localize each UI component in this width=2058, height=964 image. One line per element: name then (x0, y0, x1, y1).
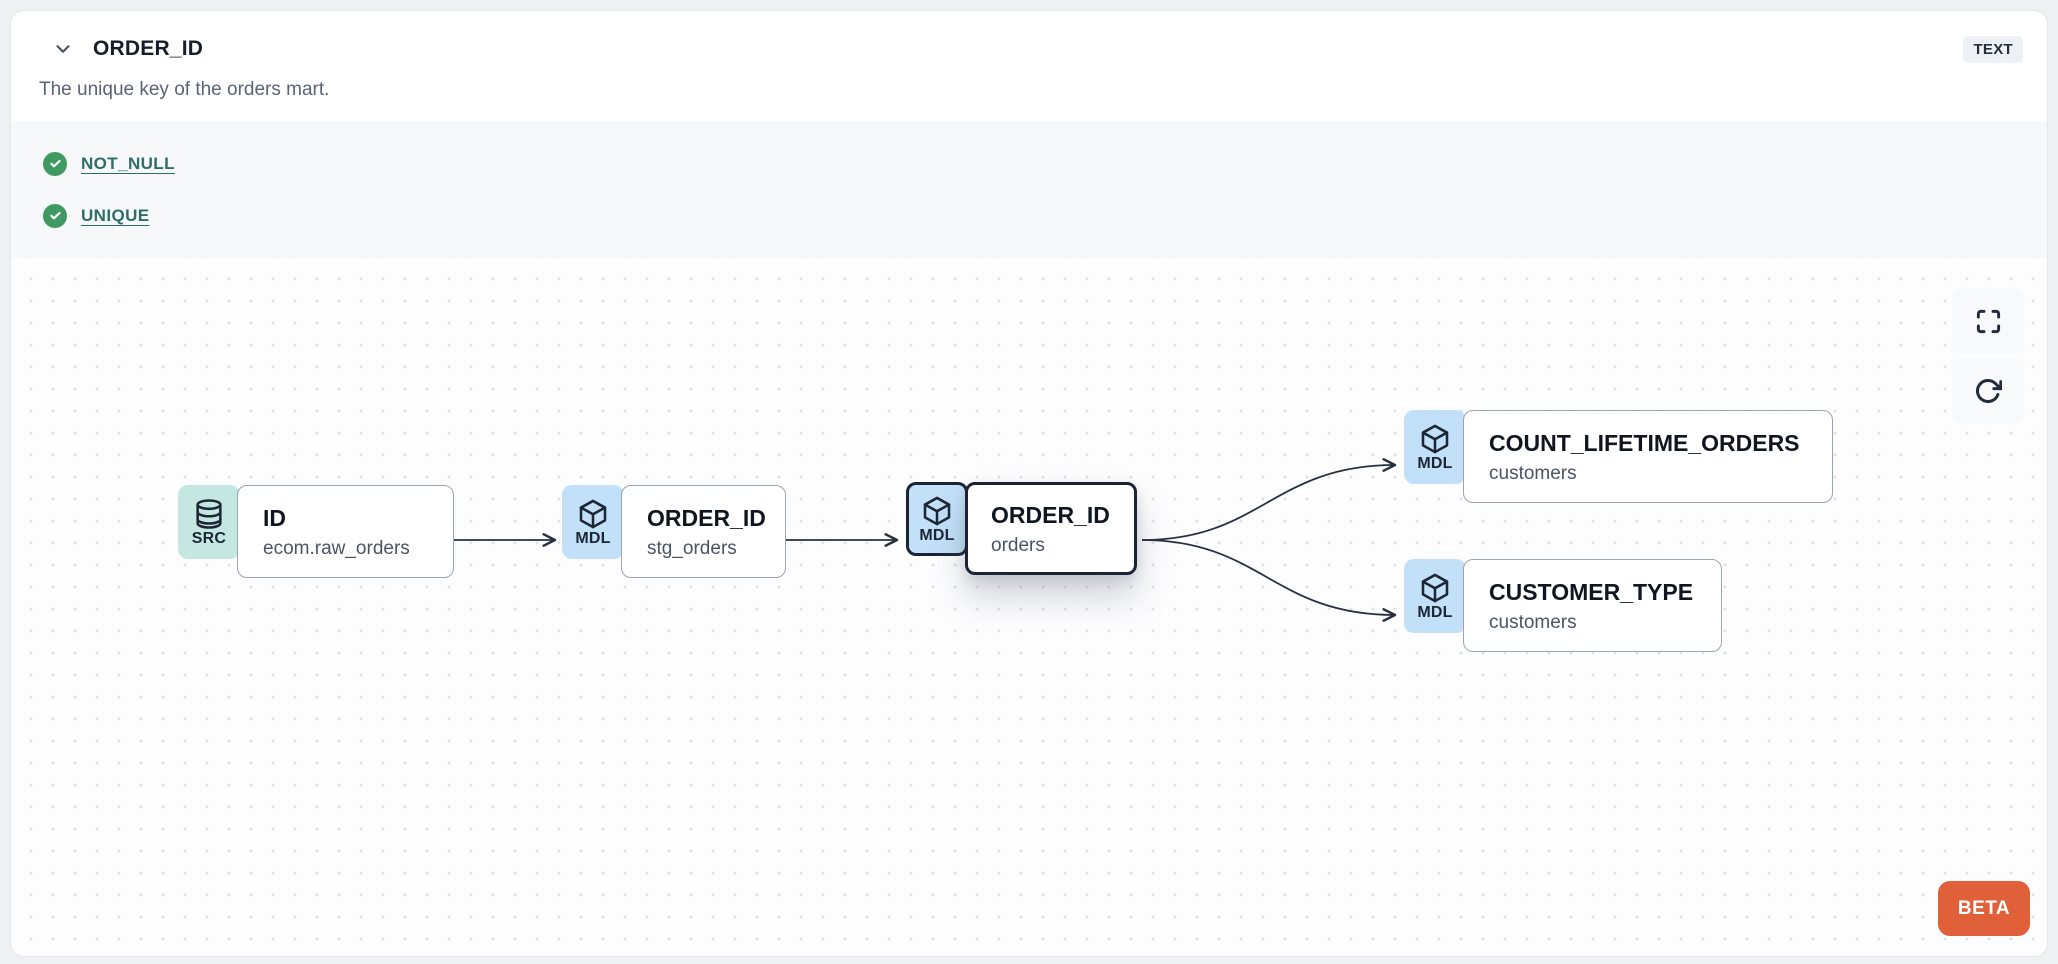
node-body: ORDER_ID stg_orders (621, 485, 786, 578)
node-type-badge: MDL (1404, 410, 1466, 484)
lineage-node-count-lifetime-orders[interactable]: MDL COUNT_LIFETIME_ORDERS customers (1404, 410, 1833, 503)
node-type-badge: MDL (906, 482, 968, 556)
column-description: The unique key of the orders mart. (39, 79, 330, 100)
node-subtitle: ecom.raw_orders (263, 538, 410, 559)
maximize-icon (1975, 308, 2002, 335)
canvas-controls (1952, 288, 2024, 424)
node-title: CUSTOMER_TYPE (1489, 579, 1694, 605)
column-details-card: ORDER_ID TEXT The unique key of the orde… (10, 10, 2048, 957)
node-subtitle: customers (1489, 463, 1577, 484)
lineage-edge-orders-order-id-to-customer-type (1141, 539, 1397, 622)
node-body: CUSTOMER_TYPE customers (1463, 559, 1722, 652)
test-row: UNIQUE (43, 196, 2047, 236)
node-title: ORDER_ID (647, 505, 766, 531)
check-circle-icon (43, 151, 67, 176)
check-circle-icon (43, 203, 67, 228)
column-type-badge: TEXT (1963, 35, 2023, 63)
node-body: ID ecom.raw_orders (237, 485, 454, 578)
cube-icon (1419, 572, 1451, 604)
lineage-node-stg-orders-order-id[interactable]: MDL ORDER_ID stg_orders (562, 485, 786, 578)
node-type-label: MDL (919, 526, 955, 544)
cube-icon (921, 495, 953, 527)
page-title: ORDER_ID (93, 37, 204, 60)
cube-icon (1419, 423, 1451, 455)
refresh-icon (1974, 377, 2002, 405)
test-row: NOT_NULL (43, 144, 2047, 184)
fullscreen-button[interactable] (1952, 288, 2024, 354)
database-icon (193, 498, 225, 530)
lineage-node-customer-type[interactable]: MDL CUSTOMER_TYPE customers (1404, 559, 1722, 652)
node-title: COUNT_LIFETIME_ORDERS (1489, 430, 1800, 456)
node-type-label: MDL (575, 529, 611, 547)
node-body: COUNT_LIFETIME_ORDERS customers (1463, 410, 1833, 503)
lineage-node-source-id[interactable]: SRC ID ecom.raw_orders (178, 485, 454, 578)
card-header: ORDER_ID TEXT (11, 11, 2047, 63)
chevron-down-icon (52, 38, 74, 60)
tests-section: NOT_NULL UNIQUE (11, 121, 2047, 258)
node-type-label: SRC (191, 529, 227, 547)
lineage-edge-orders-order-id-to-count-lifetime-orders (1141, 458, 1397, 541)
node-type-badge: MDL (562, 485, 624, 559)
node-title: ORDER_ID (991, 502, 1110, 528)
cube-icon (577, 498, 609, 530)
node-type-badge: SRC (178, 485, 240, 559)
node-subtitle: orders (991, 535, 1045, 556)
collapse-chevron-button[interactable] (49, 35, 77, 63)
node-subtitle: customers (1489, 612, 1577, 633)
test-link-unique[interactable]: UNIQUE (81, 205, 150, 225)
beta-badge[interactable]: BETA (1938, 881, 2030, 936)
test-link-not_null[interactable]: NOT_NULL (81, 153, 175, 173)
node-title: ID (263, 505, 286, 531)
node-type-badge: MDL (1404, 559, 1466, 633)
node-type-label: MDL (1417, 603, 1453, 621)
node-type-label: MDL (1417, 454, 1453, 472)
node-subtitle: stg_orders (647, 538, 737, 559)
lineage-edges (454, 458, 1397, 622)
refresh-button[interactable] (1952, 358, 2024, 424)
